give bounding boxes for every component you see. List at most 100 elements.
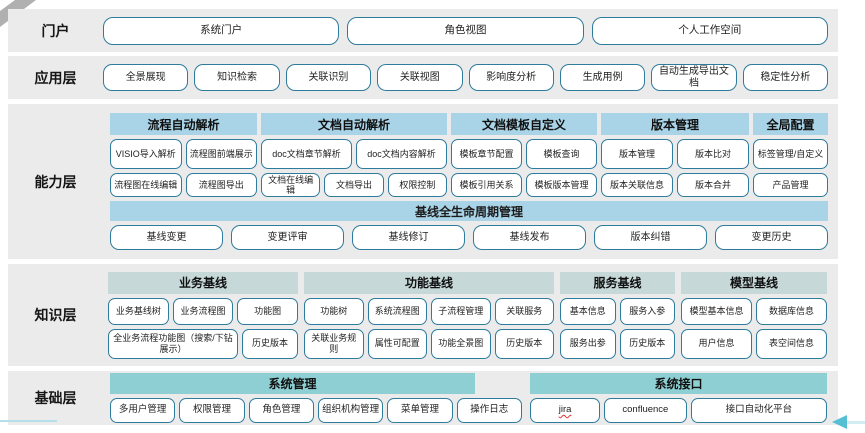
history-version-box: 历史版本 xyxy=(494,328,554,359)
knowledge-layer-label: 知识层 xyxy=(34,307,77,323)
function-baseline-group: 功能基线 功能树 系统流程图 子流程管理 关联服务 关联业务规则 属性可配置 功… xyxy=(304,271,554,359)
doc-export-box: 文档导出 xyxy=(324,173,384,197)
capability-layer-band: 能力层 流程自动解析 VISIO导入解析 流程图前端展示 流程图在线编辑 流程图… xyxy=(8,104,838,259)
baseline-lifecycle-header: 基线全生命周期管理 xyxy=(110,201,828,221)
knowledge-search-box: 知识检索 xyxy=(194,64,280,91)
model-basic-info-box: 模型基本信息 xyxy=(681,297,752,325)
version-mgmt-header: 版本管理 xyxy=(601,113,749,135)
change-review-box: 变更评审 xyxy=(231,225,344,250)
database-info-box: 数据库信息 xyxy=(756,297,827,325)
system-interface-header: 系统接口 xyxy=(530,373,827,394)
flowchart-online-edit-box: 流程图在线编辑 xyxy=(110,173,182,197)
template-chapter-config-box: 模板章节配置 xyxy=(451,139,522,169)
jira-label: jira xyxy=(558,404,572,416)
corner-ribbon-inner xyxy=(0,0,15,11)
confluence-box: confluence xyxy=(604,398,687,423)
operation-log-box: 操作日志 xyxy=(456,398,522,423)
change-history-box: 变更历史 xyxy=(715,225,828,250)
role-view-box: 角色视图 xyxy=(347,16,584,45)
version-mgmt-group: 版本管理 版本管理 版本比对 版本关联信息 版本合并 xyxy=(601,113,749,197)
service-baseline-header: 服务基线 xyxy=(560,271,675,294)
business-baseline-group: 业务基线 业务基线树 业务流程图 功能图 全业务流程功能图（搜索/下钻展示） 历… xyxy=(108,271,299,359)
baseline-revise-box: 基线修订 xyxy=(352,225,465,250)
full-business-flow-function-map-box: 全业务流程功能图（搜索/下钻展示） xyxy=(108,328,239,359)
version-correction-box: 版本纠错 xyxy=(594,225,707,250)
version-compare-box: 版本比对 xyxy=(677,139,749,169)
application-layer-band: 应用层 全景展现 知识检索 关联识别 关联视图 影响度分析 生成用例 自动生成导… xyxy=(8,56,838,99)
related-business-rule-box: 关联业务规则 xyxy=(304,328,364,359)
business-baseline-tree-box: 业务基线树 xyxy=(108,297,169,325)
arrow-tail-decoration xyxy=(846,421,865,424)
history-version-box: 历史版本 xyxy=(619,328,675,359)
global-config-group: 全局配置 标签管理/自定义 产品管理 xyxy=(753,113,828,197)
process-auto-parse-group: 流程自动解析 VISIO导入解析 流程图前端展示 流程图在线编辑 流程图导出 xyxy=(110,113,257,197)
doc-auto-parse-group: 文档自动解析 doc文档章节解析 doc文档内容解析 文档在线编辑 文档导出 权… xyxy=(261,113,447,197)
attribute-configurable-box: 属性可配置 xyxy=(367,328,427,359)
model-baseline-header: 模型基线 xyxy=(681,271,827,294)
role-mgmt-box: 角色管理 xyxy=(248,398,314,423)
application-layer-label: 应用层 xyxy=(34,69,77,86)
business-baseline-header: 业务基线 xyxy=(108,271,298,294)
business-flowchart-box: 业务流程图 xyxy=(172,297,234,325)
permission-control-box: 权限控制 xyxy=(387,173,447,197)
service-input-param-box: 服务入参 xyxy=(619,297,675,325)
function-tree-box: 功能树 xyxy=(304,297,364,325)
impact-analysis-box: 影响度分析 xyxy=(468,64,554,91)
version-mgmt-box: 版本管理 xyxy=(601,139,673,169)
system-interface-group: 系统接口 jira confluence 接口自动化平台 xyxy=(530,373,827,423)
relation-view-box: 关联视图 xyxy=(377,64,463,91)
template-query-box: 模板查询 xyxy=(526,139,597,169)
relation-identify-box: 关联识别 xyxy=(285,64,372,91)
doc-template-custom-header: 文档模板自定义 xyxy=(451,113,597,135)
product-mgmt-box: 产品管理 xyxy=(753,173,828,197)
history-version-box: 历史版本 xyxy=(242,328,298,359)
personal-workspace-box: 个人工作空间 xyxy=(591,16,828,45)
tablespace-info-box: 表空间信息 xyxy=(756,328,827,359)
baseline-change-box: 基线变更 xyxy=(110,225,223,250)
jira-box: jira xyxy=(530,398,601,423)
system-mgmt-header: 系统管理 xyxy=(110,373,475,394)
tag-mgmt-custom-box: 标签管理/自定义 xyxy=(753,139,828,169)
global-config-header: 全局配置 xyxy=(753,113,828,135)
version-relation-info-box: 版本关联信息 xyxy=(601,173,673,197)
system-flowchart-box: 系统流程图 xyxy=(367,297,427,325)
panorama-display-box: 全景展现 xyxy=(103,64,189,91)
doc-template-custom-group: 文档模板自定义 模板章节配置 模板查询 模板引用关系 模板版本管理 xyxy=(451,113,597,197)
system-mgmt-group: 系统管理 多用户管理 权限管理 角色管理 组织机构管理 菜单管理 操作日志 xyxy=(110,373,522,423)
flowchart-frontend-display-box: 流程图前端展示 xyxy=(185,139,257,169)
function-diagram-box: 功能图 xyxy=(237,297,299,325)
arrow-left-icon xyxy=(832,415,847,429)
function-panorama-box: 功能全景图 xyxy=(431,328,491,359)
doc-chapter-parse-box: doc文档章节解析 xyxy=(261,139,352,169)
version-merge-box: 版本合并 xyxy=(677,173,749,197)
doc-online-edit-box: 文档在线编辑 xyxy=(261,173,321,197)
template-version-mgmt-box: 模板版本管理 xyxy=(526,173,597,197)
subprocess-mgmt-box: 子流程管理 xyxy=(431,297,491,325)
portal-layer-label: 门户 xyxy=(41,22,70,39)
process-auto-parse-header: 流程自动解析 xyxy=(110,113,257,135)
system-portal-box: 系统门户 xyxy=(103,16,340,45)
service-output-param-box: 服务出参 xyxy=(560,328,616,359)
function-baseline-header: 功能基线 xyxy=(304,271,554,294)
doc-auto-parse-header: 文档自动解析 xyxy=(261,113,447,135)
multi-user-mgmt-box: 多用户管理 xyxy=(110,398,176,423)
permission-mgmt-box: 权限管理 xyxy=(179,398,245,423)
baseline-release-box: 基线发布 xyxy=(473,225,586,250)
template-reference-relation-box: 模板引用关系 xyxy=(451,173,522,197)
capability-layer-label: 能力层 xyxy=(34,173,77,190)
portal-layer-band: 门户 系统门户 角色视图 个人工作空间 xyxy=(8,9,838,52)
related-service-box: 关联服务 xyxy=(494,297,554,325)
org-structure-mgmt-box: 组织机构管理 xyxy=(317,398,384,423)
flowchart-export-box: 流程图导出 xyxy=(185,173,257,197)
knowledge-layer-band: 知识层 业务基线 业务基线树 业务流程图 功能图 全业务流程功能图（搜索/下钻展… xyxy=(8,264,838,366)
foundation-layer-band: 基础层 系统管理 多用户管理 权限管理 角色管理 组织机构管理 菜单管理 操作日… xyxy=(8,371,838,425)
doc-content-parse-box: doc文档内容解析 xyxy=(356,139,447,169)
interface-automation-platform-box: 接口自动化平台 xyxy=(690,398,827,423)
service-baseline-group: 服务基线 基本信息 服务入参 服务出参 历史版本 xyxy=(560,271,675,359)
generate-usecase-box: 生成用例 xyxy=(559,64,646,91)
basic-info-box: 基本信息 xyxy=(560,297,616,325)
user-info-box: 用户信息 xyxy=(681,328,752,359)
foundation-layer-label: 基础层 xyxy=(34,390,77,406)
visio-import-parse-box: VISIO导入解析 xyxy=(110,139,182,169)
